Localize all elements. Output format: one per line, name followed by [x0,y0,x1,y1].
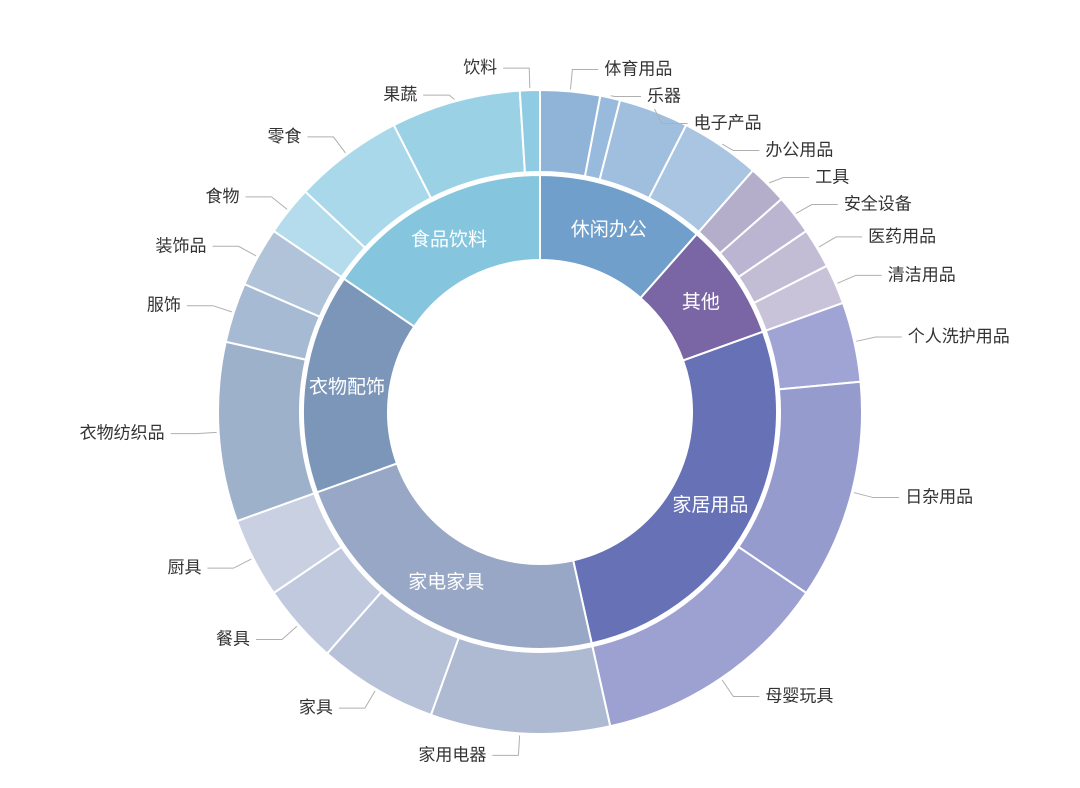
label-leader-line [186,305,233,313]
outer-segment-label: 医药用品 [868,227,936,247]
outer-segment-label: 衣物纺织品 [80,424,165,444]
outer-segment-label: 乐器 [647,87,681,107]
label-leader-line [853,492,900,499]
outer-segment-label: 餐具 [216,629,250,649]
label-leader-line [795,204,838,214]
outer-segment-label: 食物 [206,187,240,207]
outer-segment-label: 工具 [815,168,849,188]
label-leader-line [423,94,455,100]
outer-segment-label: 办公用品 [765,141,833,161]
label-leader-line [721,143,760,152]
inner-segment-label: 休闲办公 [571,219,647,241]
label-leader-line [721,679,760,698]
label-leader-line [207,558,252,569]
outer-segment-label: 安全设备 [844,195,912,215]
label-leader-line [492,735,521,756]
label-leader-line [569,69,599,90]
inner-segment[interactable] [315,462,593,650]
outer-segment[interactable] [217,340,316,523]
outer-segment-label: 零食 [267,127,301,147]
outer-segment-label: 装饰品 [156,236,207,256]
outer-segment-label: 家用电器 [418,745,486,765]
outer-segment-label: 果蔬 [383,85,417,105]
inner-segment-label: 衣物配饰 [309,376,385,398]
label-leader-line [837,274,882,284]
label-leader-line [212,245,257,257]
label-leader-line [255,625,298,640]
label-leader-line [768,177,810,184]
label-leader-line [654,108,688,125]
label-leader-line [610,95,642,98]
outer-segment-label: 服饰 [147,296,181,316]
outer-segment-label: 清洁用品 [888,265,956,285]
outer-segment-label: 饮料 [463,58,497,78]
outer-segment-label: 日杂用品 [905,488,973,508]
outer-segment-label: 体育用品 [604,60,672,80]
outer-segment-label: 母婴玩具 [765,687,833,707]
inner-segment-label: 食品饮料 [411,229,487,251]
outer-segment-label: 电子产品 [694,114,762,134]
outer-segment-label: 家具 [299,698,333,718]
inner-segment-label: 家电家具 [408,571,484,593]
inner-segment-label: 家居用品 [672,494,748,516]
outer-segment-label: 个人洗护用品 [908,327,1010,347]
label-leader-line [338,690,376,709]
inner-segment[interactable] [342,173,541,328]
inner-segment-label: 其他 [682,291,720,313]
outer-segment-label: 厨具 [167,558,201,578]
label-leader-line [245,196,288,210]
label-leader-line [170,431,217,435]
outer-segment[interactable] [429,636,612,735]
label-leader-line [856,336,902,342]
outer-segment[interactable] [518,88,541,174]
label-leader-line [503,67,531,89]
inner-segment[interactable] [571,330,778,645]
label-leader-line [818,236,863,248]
label-leader-line [307,136,346,154]
